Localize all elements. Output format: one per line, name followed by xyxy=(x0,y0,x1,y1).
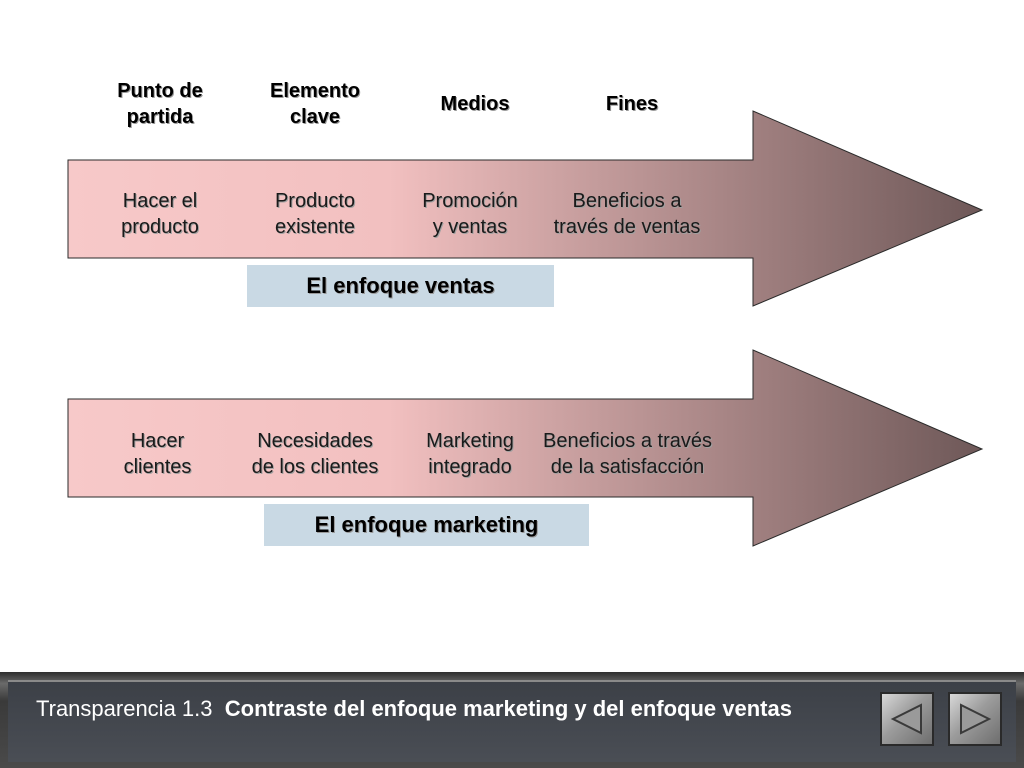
header-punto-de-partida: Punto de partida xyxy=(117,80,203,128)
marketing-approach-label: El enfoque marketing xyxy=(264,504,589,546)
header-medios: Medios xyxy=(440,93,510,115)
caption-title: Contraste del enfoque marketing y del en… xyxy=(224,696,792,721)
marketing-cell-punto: Hacer clientes xyxy=(123,430,192,478)
marketing-cell-elemento: Necesidades de los clientes xyxy=(251,430,379,478)
slide-caption: Transparencia 1.3 Contraste del enfoque … xyxy=(36,696,866,722)
ventas-approach-label: El enfoque ventas xyxy=(247,265,554,307)
ventas-arrow xyxy=(67,110,984,307)
footer-bar xyxy=(0,672,1024,768)
caption-prefix: Transparencia 1.3 xyxy=(36,696,213,721)
ventas-cell-elemento: Producto existente xyxy=(274,190,356,238)
marketing-arrow xyxy=(67,349,984,547)
triangle-right-icon xyxy=(960,703,992,735)
header-elemento-clave: Elemento clave xyxy=(269,80,361,128)
ventas-cell-medios: Promoción y ventas xyxy=(422,190,518,238)
next-slide-button[interactable] xyxy=(948,692,1002,746)
header-fines: Fines xyxy=(605,93,659,115)
marketing-cell-fines: Beneficios a través de la satisfacción xyxy=(543,430,712,478)
marketing-cell-medios: Marketing integrado xyxy=(426,430,514,478)
footer-panel xyxy=(8,680,1016,762)
previous-slide-button[interactable] xyxy=(880,692,934,746)
triangle-left-icon xyxy=(890,703,922,735)
ventas-cell-punto: Hacer el producto xyxy=(121,190,199,238)
ventas-cell-fines: Beneficios a través de ventas xyxy=(553,190,701,238)
